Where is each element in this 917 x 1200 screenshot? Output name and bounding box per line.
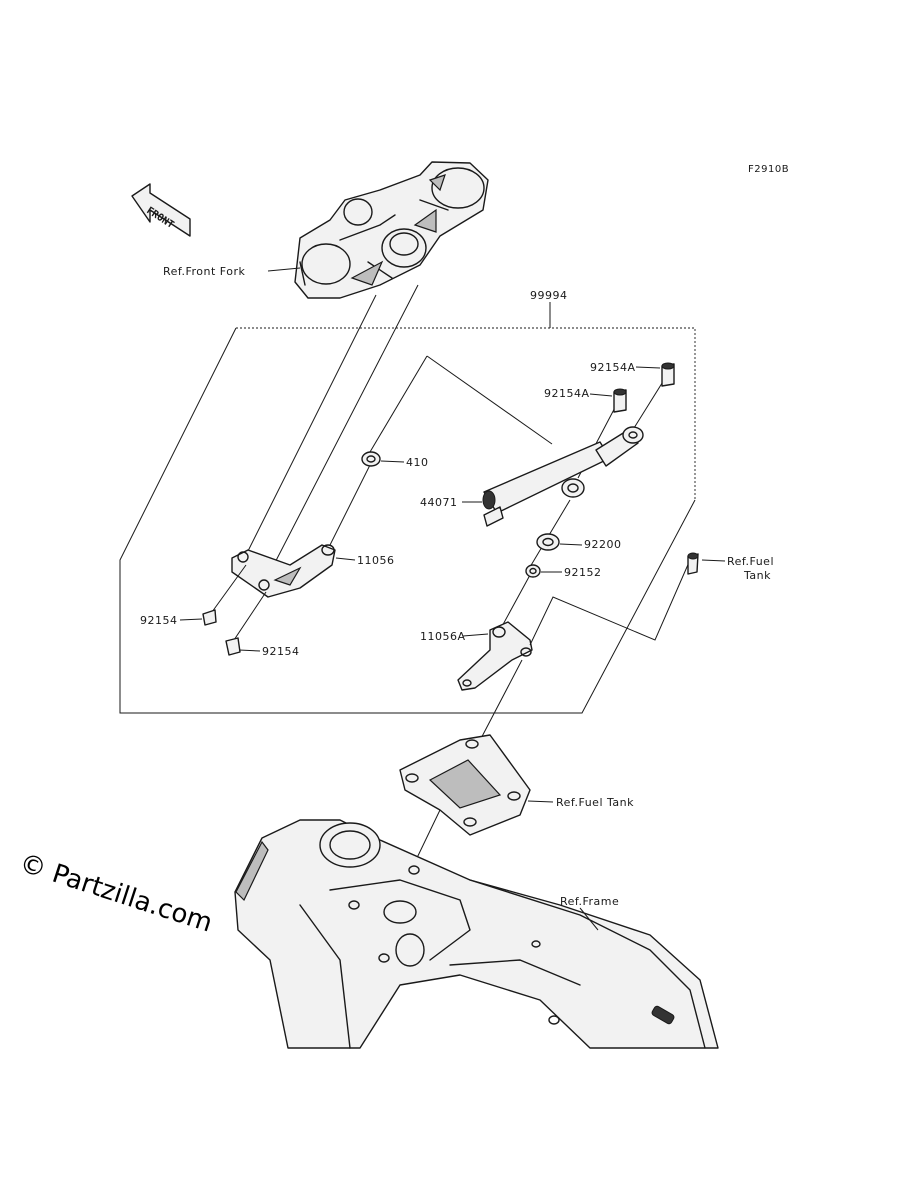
kit-boundary: [119, 327, 696, 714]
leader-92154-bottom: [238, 649, 261, 652]
leader-11056: [335, 557, 356, 561]
label-92200: 92200: [584, 538, 622, 551]
assembly-line-damper-upper: [426, 355, 553, 445]
leader-11056A: [462, 633, 489, 637]
label-44071: 44071: [420, 496, 458, 509]
nut-92152: [525, 564, 541, 578]
fuel-tank-mount: [399, 734, 531, 836]
front-arrow-icon: FRONT: [131, 183, 191, 237]
assembly-line-fuel-mount: [475, 659, 523, 749]
label-ref-front-fork: Ref.Front Fork: [163, 265, 245, 278]
assembly-line-92154A-top: [633, 379, 665, 429]
leader-front-fork: [267, 267, 301, 272]
bolt-92154-left: [202, 564, 247, 626]
leader-92154A-top: [635, 366, 661, 369]
assembly-line-1: [245, 294, 377, 556]
label-11056: 11056: [357, 554, 395, 567]
bolt-92154A-mid: [613, 388, 627, 413]
assembly-line-2: [265, 284, 419, 581]
motorcycle-frame: [234, 819, 719, 1049]
label-11056A: 11056A: [420, 630, 466, 643]
assembly-line-damper-410: [369, 355, 428, 453]
figure-code: F2910B: [748, 164, 789, 175]
bracket-11056: [231, 544, 336, 598]
label-92154A-mid: 92154A: [544, 387, 590, 400]
leader-92154A-mid: [589, 393, 613, 397]
leader-92154-left: [179, 618, 203, 621]
leader-ref-fuel-right: [701, 559, 726, 562]
assembly-line-410: [329, 464, 371, 546]
washer-410: [361, 451, 381, 467]
label-92154-bottom: 92154: [262, 645, 300, 658]
label-ref-fuel-right-1: Ref.Fuel: [727, 555, 774, 568]
leader-ref-fuel-tank-mid: [527, 800, 554, 803]
bolt-92154A-top: [661, 362, 675, 387]
leader-92200: [559, 543, 583, 546]
bushing-92200: [536, 533, 560, 551]
assembly-line-frame: [414, 809, 441, 863]
leader-ref-frame: [579, 907, 599, 931]
bolt-92154-bottom: [225, 591, 267, 656]
label-92154-left: 92154: [140, 614, 178, 627]
assembly-line-bolt-bottom: [233, 591, 267, 641]
bracket-11056A: [457, 621, 533, 691]
label-92152: 92152: [564, 566, 602, 579]
steering-damper-44071: [482, 426, 644, 527]
label-ref-fuel-right-2: Tank: [743, 569, 771, 582]
label-ref-frame: Ref.Frame: [560, 895, 619, 908]
assembly-line-92152: [499, 574, 531, 631]
label-ref-fuel-tank-mid: Ref.Fuel Tank: [556, 796, 634, 809]
leader-410: [380, 460, 405, 463]
label-410: 410: [406, 456, 429, 469]
front-fork-triple-clamp: [294, 161, 489, 299]
bolt-fuel-tank-ref: [687, 552, 699, 575]
label-92154A-top: 92154A: [590, 361, 636, 374]
assembly-line-fuel-tank-bolt: [529, 559, 691, 646]
assembly-line-bolt-left: [211, 564, 247, 613]
watermark: © Partzilla.com: [16, 848, 216, 939]
label-kit-99994: 99994: [530, 289, 568, 302]
kit-boundary-top: [236, 327, 696, 500]
